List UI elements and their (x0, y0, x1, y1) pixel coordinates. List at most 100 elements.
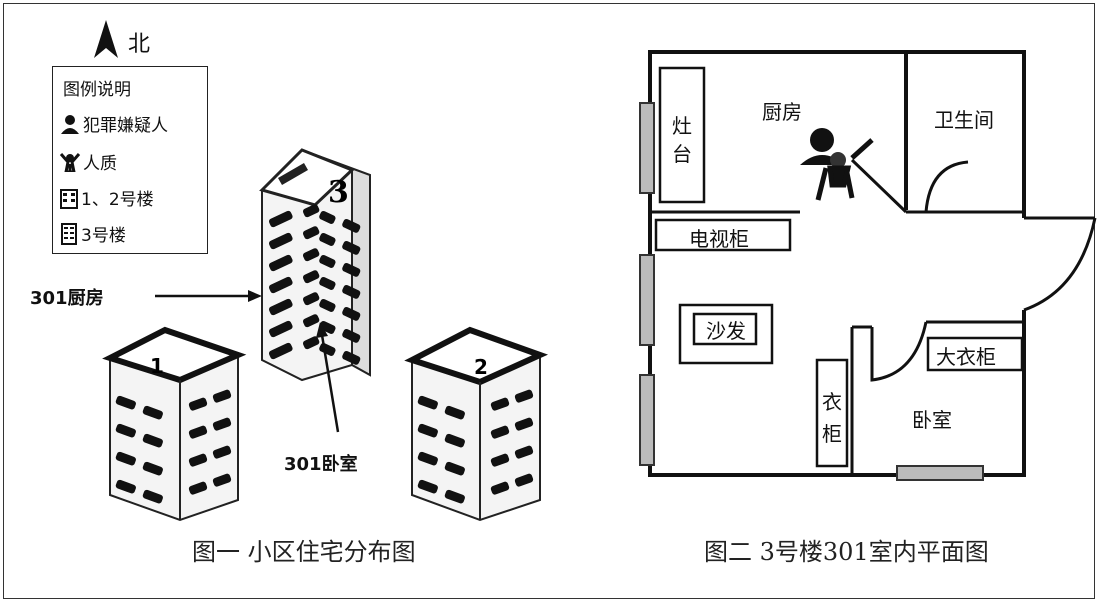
window (490, 397, 510, 411)
building-1-windows (115, 389, 232, 504)
window (417, 395, 438, 410)
window (268, 276, 293, 294)
window (142, 461, 163, 476)
window (319, 298, 336, 312)
window (188, 425, 208, 439)
building-2-windows (417, 389, 534, 504)
window (417, 479, 438, 494)
kitchen-door (850, 158, 908, 214)
bedroom-arrow (316, 322, 340, 433)
building-1 (102, 326, 247, 522)
window (490, 453, 510, 467)
sofa-label: 沙发 (706, 319, 746, 343)
window (342, 240, 361, 255)
window (142, 489, 163, 504)
figure1-caption: 图一 小区住宅分布图 (192, 538, 416, 566)
window (268, 232, 293, 250)
window (212, 445, 232, 459)
building-2-number: 2 (474, 355, 488, 379)
window (514, 417, 534, 431)
window (302, 336, 320, 350)
stove-label-2: 台 (672, 142, 692, 166)
tv-cabinet-label: 电视柜 (689, 227, 749, 251)
window (142, 405, 163, 420)
stove (658, 66, 706, 204)
wardrobe (815, 358, 849, 468)
window (514, 389, 534, 403)
window (342, 350, 361, 365)
window (268, 254, 293, 272)
legend-item-label: 犯罪嫌疑人 (83, 116, 168, 136)
window (319, 254, 336, 268)
window (417, 451, 438, 466)
legend-item-suspect: 犯罪嫌疑人 (59, 111, 168, 136)
building-1-number: 1 (150, 354, 164, 378)
window (115, 423, 136, 438)
window (444, 405, 465, 420)
window (212, 473, 232, 487)
hostage-icon (815, 138, 874, 201)
window (268, 210, 293, 228)
window (342, 306, 361, 321)
window (444, 461, 465, 476)
tv-cabinet (654, 218, 792, 252)
window (514, 445, 534, 459)
north-label: 北 (128, 32, 151, 57)
bedroom-arrow-label: 301卧室 (284, 454, 358, 475)
window (212, 417, 232, 431)
legend-item-building-12: 1、2号楼 (59, 185, 154, 210)
building-3-windows (268, 204, 361, 365)
window (302, 270, 320, 284)
legend-title: 图例说明 (63, 80, 131, 100)
building-3-number: 3 (328, 175, 349, 210)
window (342, 218, 361, 233)
building-2 (404, 326, 549, 522)
suspect-icon (61, 114, 79, 134)
bathroom-label: 卫生间 (934, 108, 994, 132)
figure-frame (3, 3, 1095, 599)
window (342, 262, 361, 277)
window (188, 397, 208, 411)
window (268, 298, 293, 316)
figure2-caption: 图二 3号楼301室内平面图 (704, 538, 989, 566)
window (342, 284, 361, 299)
window (302, 248, 320, 262)
legend-item-label: 3号楼 (81, 226, 126, 246)
window (514, 473, 534, 487)
window (115, 395, 136, 410)
hostage-icon (59, 152, 81, 172)
big-wardrobe (926, 336, 1024, 372)
window (319, 232, 336, 246)
legend-item-hostage: 人质 (59, 149, 117, 174)
window (142, 433, 163, 448)
window (302, 204, 320, 218)
window (490, 425, 510, 439)
big-wardrobe-label: 大衣柜 (936, 345, 996, 369)
kitchen-label: 厨房 (762, 100, 802, 124)
wardrobe-label-1: 衣 (822, 390, 842, 414)
window (115, 451, 136, 466)
bedroom-label: 卧室 (912, 408, 952, 432)
legend-item-label: 人质 (83, 154, 117, 174)
window (342, 328, 361, 343)
window (444, 489, 465, 504)
window (490, 481, 510, 495)
window (268, 320, 293, 338)
entrance-door (1023, 217, 1097, 312)
bedroom-door (870, 321, 928, 382)
window (319, 320, 336, 334)
window (268, 342, 293, 360)
window (188, 481, 208, 495)
window (302, 292, 320, 306)
legend-item-building-3: 3号楼 (59, 221, 126, 246)
stove-label-1: 灶 (672, 114, 692, 138)
legend-item-label: 1、2号楼 (81, 190, 154, 210)
window (319, 210, 336, 224)
building-12-icon (60, 188, 78, 209)
window (302, 226, 320, 240)
window (115, 479, 136, 494)
window (188, 453, 208, 467)
window (444, 433, 465, 448)
